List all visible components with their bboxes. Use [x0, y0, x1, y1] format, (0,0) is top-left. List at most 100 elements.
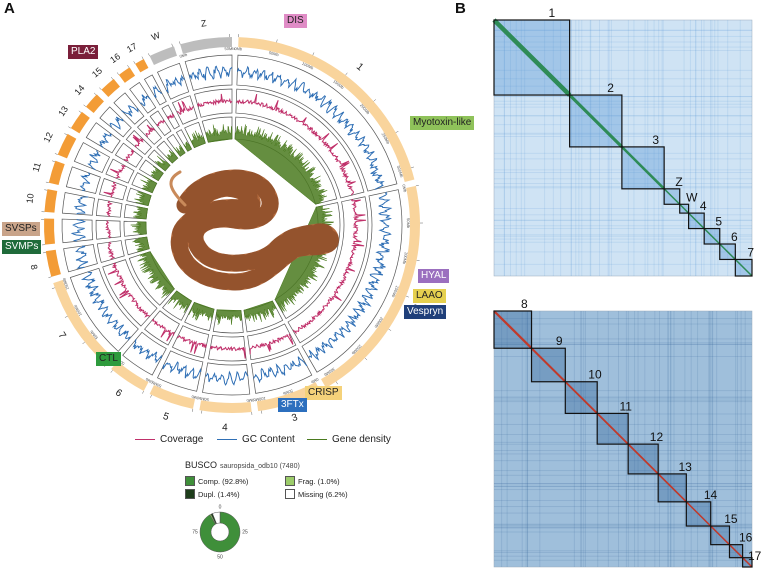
axis-tick — [99, 87, 102, 90]
track-frame — [114, 142, 144, 168]
tick-label: 50Mb — [282, 388, 294, 396]
gc-line — [80, 271, 131, 341]
busco-title-text: BUSCO — [185, 460, 218, 470]
coverage-line — [176, 100, 194, 115]
legend-coverage: Coverage — [135, 434, 203, 445]
ideogram-band — [238, 37, 415, 182]
tick-label: 0Mb — [190, 394, 199, 401]
track-frame — [184, 54, 233, 91]
axis-tick — [395, 130, 399, 133]
axis-tick — [141, 56, 144, 60]
track-frame — [95, 219, 121, 240]
venom-tag-svsps: SVSPs — [2, 222, 40, 236]
donut-tick-label: 75 — [192, 529, 198, 535]
axis-tick — [345, 72, 348, 76]
track-frame — [62, 192, 95, 216]
track-frame — [113, 92, 145, 125]
ideogram-band — [53, 280, 113, 365]
tick-label: 150Mb — [390, 285, 400, 299]
venom-tag-myotoxin-like: Myotoxin-like — [410, 116, 475, 130]
chromosome-14: 14 — [72, 83, 171, 172]
axis-tick — [68, 126, 71, 129]
venom-tag-3ftx: 3FTx — [278, 398, 307, 412]
axis-tick — [179, 41, 181, 45]
gene-density-area — [187, 130, 206, 149]
axis-tick — [45, 181, 49, 183]
axis-tick — [148, 53, 150, 57]
axis-tick — [276, 39, 278, 43]
axis-tick — [171, 43, 173, 47]
axis-tick — [64, 315, 68, 318]
tick-label: 100Mb — [301, 61, 315, 71]
tick-label: 50Mb — [198, 396, 209, 403]
chromosome-label: Z — [200, 18, 207, 29]
tick-label: 0Mb — [234, 46, 243, 51]
chromosome-7: 70Mb50Mb100Mb150Mb — [51, 251, 175, 368]
chromosome-W: W — [148, 30, 206, 149]
tick-label: 100Mb — [72, 303, 83, 317]
tick-label: 250Mb — [381, 132, 392, 146]
track-frame — [65, 166, 101, 194]
axis-tick — [52, 160, 56, 163]
track-legend: Coverage GC Content Gene density — [135, 432, 395, 450]
axis-tick — [133, 61, 136, 64]
axis-tick — [373, 99, 377, 102]
busco-label: Missing (6.2%) — [298, 489, 348, 499]
gene-density-area — [154, 155, 171, 172]
chromosome-11: 11 — [31, 160, 152, 207]
axis-tick — [93, 92, 97, 96]
axis-tick — [388, 328, 392, 331]
tick-label: 0Mb — [310, 377, 320, 385]
legend-gene: Gene density — [307, 434, 391, 445]
chromosome-label: 15 — [90, 65, 104, 79]
chromosome-label: 8 — [29, 264, 40, 271]
track-frame — [202, 362, 251, 396]
track-frame — [301, 189, 403, 373]
ideogram-band — [48, 160, 65, 185]
track-frame — [207, 334, 247, 362]
gene-density-area — [132, 236, 150, 252]
snake-illustration — [169, 169, 339, 291]
tick-label: 0Mb — [246, 398, 255, 404]
chromosome-label: 1 — [354, 61, 366, 73]
track-frame — [235, 88, 365, 199]
tick-label: 50Mb — [88, 329, 99, 341]
ideogram-band — [149, 384, 195, 409]
track-frame — [143, 74, 167, 106]
axis-tick — [405, 295, 409, 298]
track-frame — [194, 88, 233, 118]
tick-label: 0Mb — [144, 376, 154, 384]
gene-density-area — [137, 251, 175, 299]
coverage-line — [236, 93, 356, 196]
gene-density-area — [234, 124, 328, 205]
gc-line — [73, 196, 89, 215]
coverage-line — [176, 334, 208, 354]
coverage-line — [132, 134, 144, 148]
venom-tag-dis: DIS — [284, 14, 307, 28]
tick-label: 50Mb — [150, 380, 162, 389]
busco-dataset: sauropsida_odb10 (7480) — [220, 463, 300, 470]
gc-line — [189, 65, 233, 81]
track-frame — [99, 178, 128, 201]
gc-line — [132, 339, 163, 364]
tick-label: 0Mb — [179, 52, 189, 59]
ideogram-band — [45, 249, 61, 277]
chromosome-label: 5 — [161, 411, 170, 423]
gc-line — [140, 94, 151, 107]
chromosome-17: 17 — [125, 41, 193, 152]
axis-tick — [78, 110, 82, 113]
circos-tracks: 10Mb50Mb100Mb150Mb200Mb250Mb300Mb20Mb50M… — [25, 18, 424, 434]
track-frame — [236, 54, 398, 192]
busco-entry-frag: Frag. (1.0%) — [285, 476, 340, 486]
gene-density-area — [183, 141, 192, 152]
chromosome-9: 9 — [25, 218, 147, 246]
busco-entry-missing: Missing (6.2%) — [285, 489, 348, 499]
chromosome-12: 12 — [42, 131, 158, 194]
venom-tag-pla2: PLA2 — [68, 45, 99, 59]
coverage-swatch — [135, 439, 155, 440]
chromosome-16: 16 — [108, 51, 186, 157]
chromosome-label: 13 — [56, 104, 70, 118]
